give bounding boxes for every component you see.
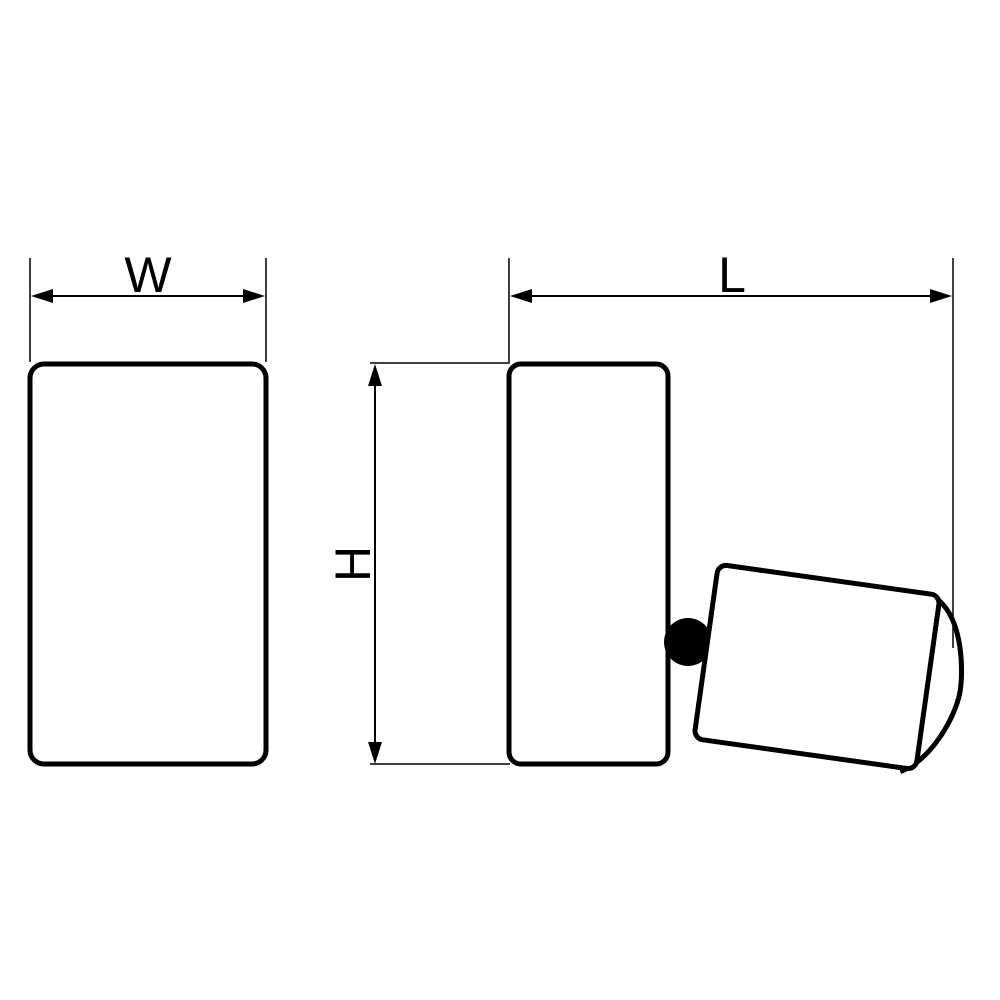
length-arrow-right: [930, 289, 952, 303]
height-arrow-bottom: [368, 742, 382, 764]
width-arrow-right: [243, 289, 265, 303]
side-view-body: [506, 361, 671, 767]
head-housing: [692, 562, 942, 772]
length-arrow-left: [510, 289, 532, 303]
height-dimension: H: [325, 362, 510, 765]
length-label: L: [718, 247, 746, 303]
pivot-joint: [664, 618, 712, 666]
adjustable-head: [692, 562, 965, 774]
height-arrow-top: [368, 364, 382, 386]
height-label: H: [325, 546, 381, 582]
width-dimension: W: [29, 247, 267, 362]
front-view-body: [27, 361, 269, 767]
length-dimension: L: [508, 247, 954, 648]
width-arrow-left: [31, 289, 53, 303]
width-label: W: [124, 247, 172, 303]
